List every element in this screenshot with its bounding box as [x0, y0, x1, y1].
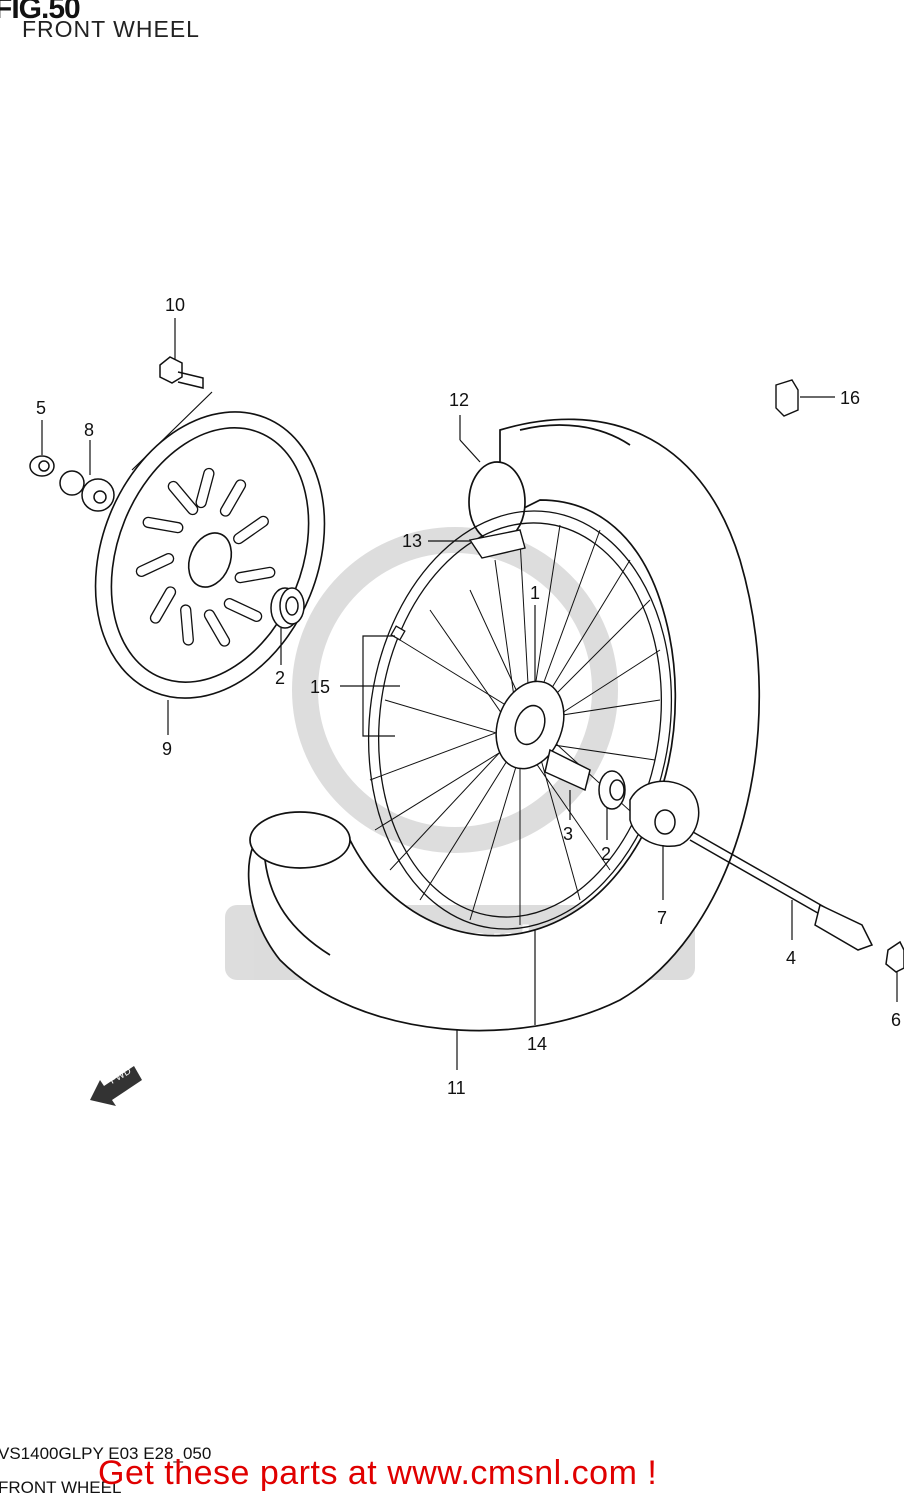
callout-3: 3	[563, 824, 574, 844]
figure-title: FRONT WHEEL	[22, 16, 200, 42]
figure-number: FIG.50	[0, 0, 81, 25]
callout-2-left: 2	[275, 668, 286, 688]
forward-arrow-icon: FWD	[90, 1066, 142, 1106]
callout-1: 1	[530, 583, 541, 603]
callout-6: 6	[891, 1010, 902, 1030]
tyre-11	[247, 418, 761, 1032]
callout-13: 13	[402, 531, 423, 551]
callout-4: 4	[786, 948, 797, 968]
callout-5: 5	[36, 398, 47, 418]
valve-cap-16	[775, 379, 799, 417]
callout-15: 15	[310, 677, 331, 697]
promo-link[interactable]: Get these parts at www.cmsnl.com !	[98, 1454, 658, 1492]
bearing-2-right	[598, 770, 626, 810]
bolt-10	[159, 356, 204, 389]
leader-12b	[459, 439, 481, 463]
nipple-15	[390, 625, 406, 641]
diagram-code: VS1400GLPY E03 E28_050	[0, 1444, 212, 1463]
brake-disc-9	[94, 411, 326, 699]
axle-4	[689, 831, 874, 951]
valve-13	[468, 529, 526, 559]
collar-8	[59, 470, 115, 512]
callout-14: 14	[527, 1034, 548, 1054]
spacer-7	[629, 780, 700, 847]
callout-11: 11	[447, 1078, 466, 1098]
callout-9: 9	[162, 739, 173, 759]
callout-8: 8	[84, 420, 95, 440]
callout-10: 10	[165, 295, 186, 315]
nut-6	[885, 940, 904, 973]
diagram-name: FRONT WHEEL	[0, 1478, 122, 1497]
callout-16: 16	[840, 388, 861, 408]
callout-2-right: 2	[601, 844, 612, 864]
callout-12: 12	[449, 390, 470, 410]
callout-7: 7	[657, 908, 668, 928]
nut-5	[29, 455, 55, 477]
hub	[495, 680, 591, 792]
bearing-2-left	[270, 587, 305, 629]
